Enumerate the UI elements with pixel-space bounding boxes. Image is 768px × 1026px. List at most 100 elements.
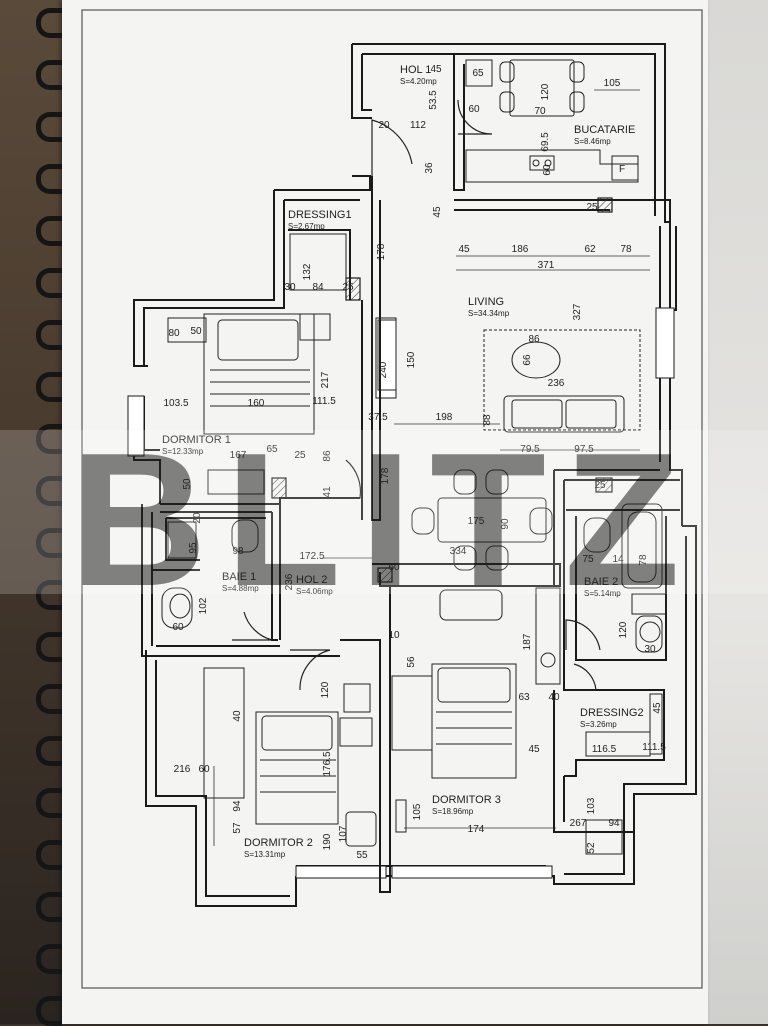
dimension-label: 36 — [424, 162, 435, 174]
dimension-label: 120 — [618, 621, 629, 638]
dimension-label: 53.5 — [428, 90, 439, 110]
room-area-baie1: S=4.88mp — [222, 584, 259, 593]
binding-ring — [36, 372, 62, 402]
dormitor2-furniture — [203, 667, 377, 847]
dimension-label: 105 — [604, 78, 621, 89]
dimension-label: 217 — [320, 371, 331, 388]
dimension-label: 112 — [410, 120, 426, 131]
living-furniture — [377, 319, 641, 571]
dimension-label: 60 — [542, 164, 553, 176]
dimension-label: 198 — [436, 412, 453, 423]
dimension-label: 98 — [232, 546, 244, 557]
binding-ring — [36, 736, 62, 766]
dimension-label: 186 — [512, 244, 529, 255]
room-name-dressing1: DRESSING1 — [288, 209, 352, 221]
dimension-label: 57 — [232, 822, 243, 834]
binding-ring — [36, 580, 62, 610]
dimension-label: 37.5 — [368, 412, 388, 423]
binding-ring — [36, 216, 62, 246]
dimension-label: 75 — [582, 554, 594, 565]
binding-ring — [36, 8, 62, 38]
dimension-label: 90 — [500, 518, 511, 530]
dimension-label: 50 — [190, 326, 202, 337]
dimension-label: F — [619, 164, 625, 175]
dimension-label: 97.5 — [574, 444, 594, 455]
binding-ring — [36, 944, 62, 974]
dimension-label: 45 — [430, 64, 442, 75]
room-name-dormitor1: DORMITOR 1 — [162, 434, 231, 446]
room-area-hol1: S=4.20mp — [400, 77, 437, 86]
dimension-label: 132 — [302, 263, 313, 280]
dimension-label: 178 — [376, 243, 387, 260]
dimension-label: 190 — [322, 833, 333, 850]
dimension-label: 60 — [172, 622, 184, 633]
room-name-living: LIVING — [468, 296, 504, 308]
dimension-label: 25 — [294, 450, 306, 461]
room-area-bucatarie: S=8.46mp — [574, 137, 611, 146]
dimension-label: 25 — [594, 480, 606, 491]
room-area-dormitor2: S=13.31mp — [244, 850, 286, 859]
watermark-text: BLITZ — [70, 414, 698, 626]
binding-ring — [36, 892, 62, 922]
dimension-label: 371 — [538, 260, 555, 271]
dimension-label: 78 — [638, 554, 649, 566]
room-name-bucatarie: BUCATARIE — [574, 124, 635, 136]
doors — [232, 99, 601, 691]
binding-ring — [36, 684, 62, 714]
dimension-label: 60 — [198, 764, 210, 775]
dimension-label: 60 — [388, 562, 400, 573]
room-area-dormitor3: S=18.96mp — [432, 807, 474, 816]
dimension-label: 45 — [432, 206, 443, 218]
kitchen-furniture — [465, 59, 639, 183]
background-right — [706, 0, 768, 1024]
dimension-label: 66 — [522, 354, 533, 366]
room-area-dressing1: S=2.67mp — [288, 222, 325, 231]
dimension-label: 65 — [472, 68, 484, 79]
binding-ring — [36, 112, 62, 142]
dimension-label: 30 — [644, 644, 656, 655]
spiral-binding — [36, 0, 70, 1026]
dimension-label: 334 — [450, 546, 467, 557]
dimension-label: 65 — [266, 444, 278, 455]
dimension-label: 20 — [192, 512, 203, 524]
binding-ring — [36, 840, 62, 870]
binding-ring — [36, 788, 62, 818]
dimension-label: 94 — [608, 818, 620, 829]
dimension-label: 10 — [388, 630, 400, 641]
dimension-label: 56 — [406, 656, 417, 668]
dimension-label: 78 — [620, 244, 632, 255]
dimension-label: 236 — [548, 378, 565, 389]
dimension-label: 80 — [168, 328, 180, 339]
dormitor1-furniture — [167, 313, 331, 495]
watermark: BLITZ — [0, 414, 768, 626]
dimension-label: 327 — [572, 303, 583, 320]
baie1-fixtures — [161, 519, 259, 629]
dimension-label: 120 — [540, 83, 551, 100]
dimension-label: 160 — [248, 398, 265, 409]
dimension-label: 236 — [284, 573, 295, 590]
dimension-label: 187 — [522, 633, 533, 650]
dimension-label: 120 — [320, 681, 331, 698]
dimension-label: 103.5 — [163, 398, 188, 409]
dimension-label: 172.5 — [299, 551, 324, 562]
dimension-label: 116.5 — [592, 744, 617, 755]
binding-ring — [36, 60, 62, 90]
dimension-label: 105 — [412, 803, 423, 820]
dimension-label: 88 — [482, 414, 493, 426]
dimension-lines — [213, 89, 650, 846]
dimension-label: 25 — [586, 202, 598, 213]
dimension-label: 62 — [584, 244, 596, 255]
dimension-label: 102 — [198, 597, 209, 614]
dimension-label: 150 — [406, 351, 417, 368]
dimension-label: 176.5 — [322, 751, 333, 776]
drawing-frame — [81, 9, 703, 989]
room-area-dormitor1: S=12.33mp — [162, 447, 204, 456]
dimension-label: 45 — [652, 702, 663, 714]
dimension-label: 111.5 — [642, 742, 666, 753]
room-name-hol2: HOL 2 — [296, 574, 327, 586]
structural-columns — [271, 197, 613, 583]
binding-ring — [36, 320, 62, 350]
dimension-label: 178 — [380, 467, 391, 484]
